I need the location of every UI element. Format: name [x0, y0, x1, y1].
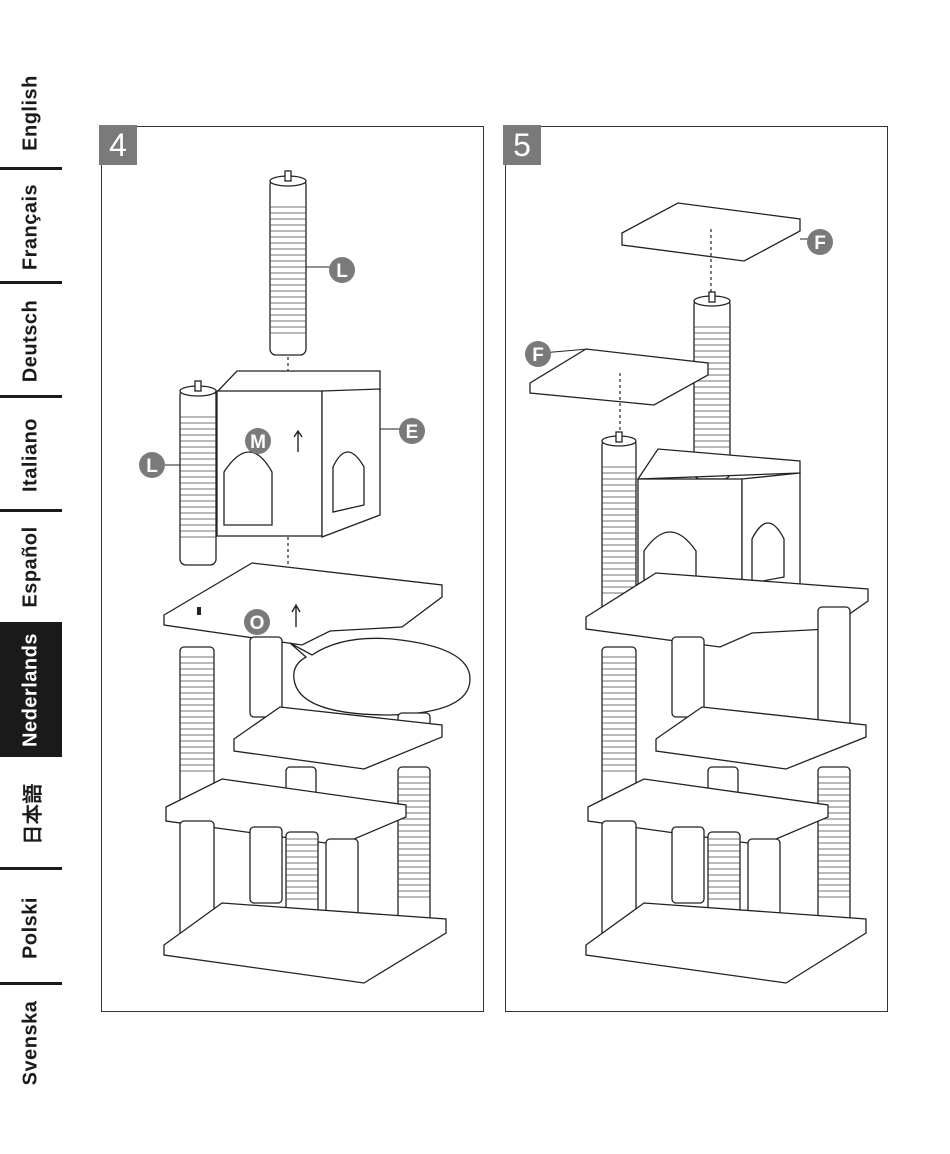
platform-top: O [164, 563, 442, 645]
part-label-f-mid: F [525, 341, 551, 367]
part-label-f-top: F [807, 229, 833, 255]
svg-text:O: O [250, 613, 265, 634]
lang-tab-nederlands[interactable]: Nederlands [0, 622, 62, 757]
platform-f-mid [530, 349, 708, 405]
lang-tab-deutsch[interactable]: Deutsch [0, 284, 62, 398]
part-label-l-left: L [139, 452, 165, 478]
lang-label: Nederlands [20, 633, 43, 747]
step-5-panel: 5 F [505, 126, 888, 1012]
lang-tab-polski[interactable]: Polski [0, 870, 62, 985]
svg-text:L: L [336, 261, 348, 282]
lang-tab-english[interactable]: English [0, 55, 62, 170]
lang-tab-espanol[interactable]: Español [0, 512, 62, 622]
cube-house [217, 371, 400, 537]
step-5-illustration: F [506, 127, 887, 1011]
svg-text:F: F [814, 233, 826, 254]
platform-f-top [622, 203, 810, 261]
post-l-top [270, 171, 330, 355]
part-label-e: E [399, 418, 425, 444]
svg-text:E: E [406, 422, 419, 443]
lang-label: Italiano [20, 418, 43, 492]
lang-label: Polski [20, 897, 43, 959]
part-label-l-top: L [329, 257, 355, 283]
speech-bubble [290, 638, 470, 715]
lang-label: Español [20, 526, 43, 607]
lang-label: English [20, 75, 43, 151]
lang-tab-italiano[interactable]: Italiano [0, 398, 62, 512]
part-label-o: O [244, 609, 270, 635]
step-4-illustration: L E M [102, 127, 483, 1011]
lang-tab-francais[interactable]: Français [0, 170, 62, 284]
lang-label: 日本語 [17, 783, 46, 845]
step-4-panel: 4 L [101, 126, 484, 1012]
svg-text:F: F [532, 345, 544, 366]
svg-text:M: M [250, 432, 266, 453]
post-tall [694, 292, 730, 479]
lang-label: Svenska [20, 1000, 43, 1085]
lang-tab-svenska[interactable]: Svenska [0, 985, 62, 1100]
lang-label: Deutsch [20, 300, 43, 382]
post-l-left [164, 381, 216, 565]
lang-label: Français [20, 184, 43, 270]
lang-tab-japanese[interactable]: 日本語 [0, 757, 62, 870]
svg-text:L: L [146, 456, 158, 477]
language-sidebar: English Français Deutsch Italiano Españo… [0, 55, 62, 1100]
lower-structure [586, 607, 866, 983]
